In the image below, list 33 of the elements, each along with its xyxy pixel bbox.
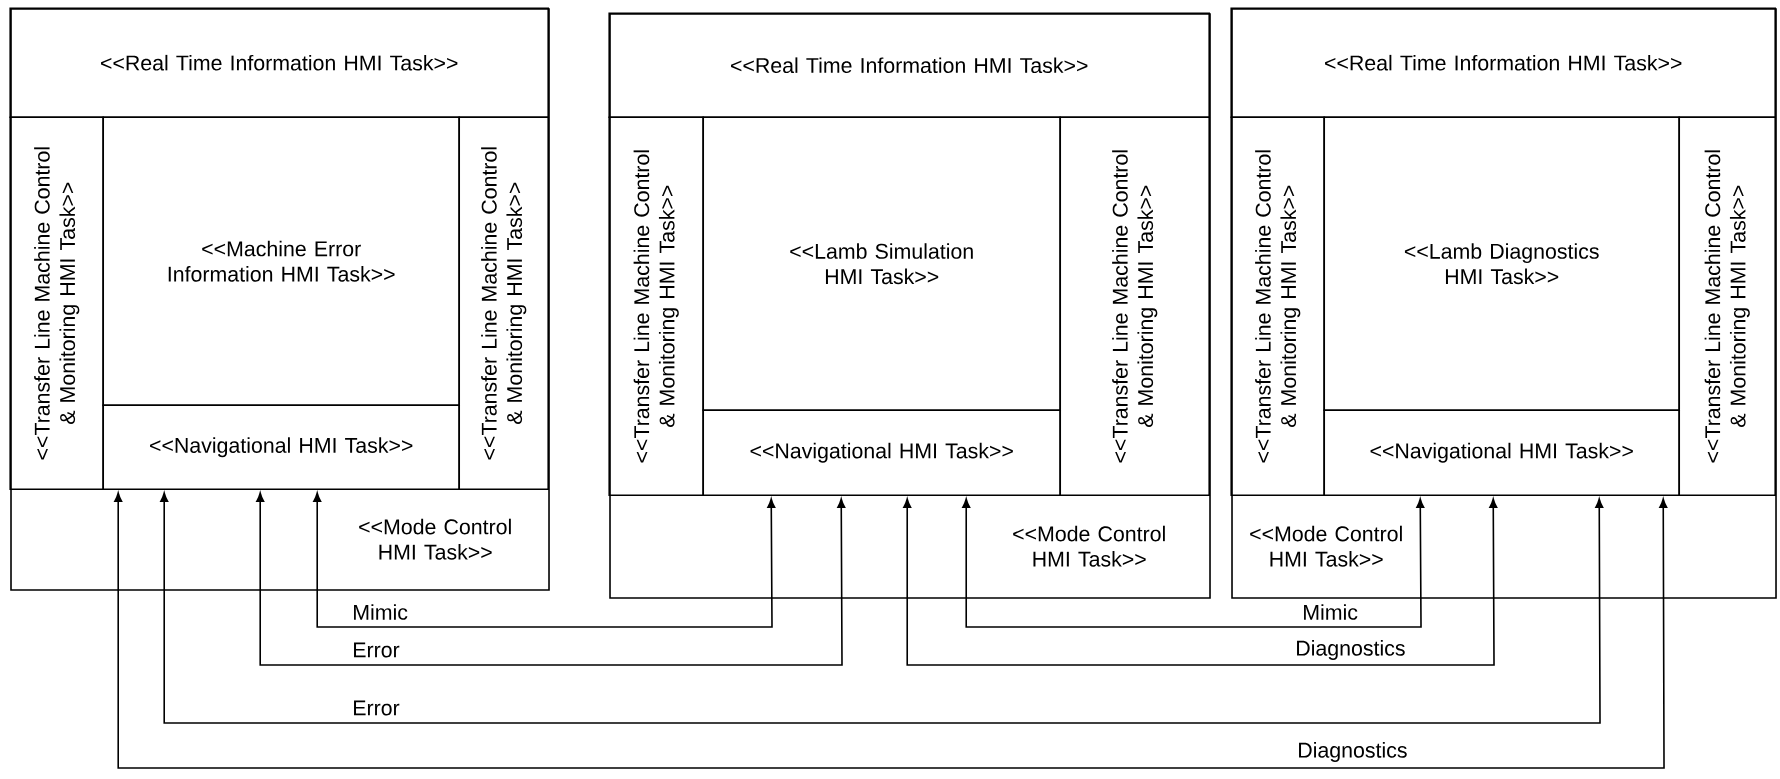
connector-arrow: [160, 492, 1604, 724]
vertical-task-box: <<Transfer Line Machine Control & Monitoring HMI Task>>: [608, 116, 704, 496]
task-box: <<Navigational HMI Task>>: [1323, 409, 1680, 496]
connector-arrow: [313, 492, 776, 628]
connector-arrow: [114, 492, 1668, 769]
task-box: <<Real Time Information HMI Task>>: [9, 7, 549, 118]
screen-frame: [609, 13, 1211, 599]
task-box: <<Machine Error Information HMI Task>>: [102, 116, 460, 406]
edge-label: Error: [350, 698, 402, 718]
connector-arrow: [962, 498, 1425, 628]
vertical-task-box: <<Transfer Line Machine Control & Monitoring HMI Task>>: [1678, 116, 1776, 496]
task-box: <<Navigational HMI Task>>: [702, 409, 1061, 496]
edge-label: Diagnostics: [1295, 740, 1410, 764]
task-label: <<Mode Control HMI Task>>: [1013, 525, 1165, 567]
task-box: <<Lamb Simulation HMI Task>>: [702, 116, 1061, 411]
connector-arrow: [903, 498, 1498, 666]
task-box: <<Real Time Information HMI Task>>: [1230, 7, 1776, 118]
screen-frame: [1231, 8, 1777, 599]
task-box: <<Real Time Information HMI Task>>: [608, 12, 1210, 118]
task-box: <<Lamb Diagnostics HMI Task>>: [1323, 116, 1680, 411]
vertical-task-box: <<Transfer Line Machine Control & Monitoring HMI Task>>: [1059, 116, 1210, 496]
vertical-task-box: <<Transfer Line Machine Control & Monitoring HMI Task>>: [9, 116, 104, 490]
vertical-task-box: <<Transfer Line Machine Control & Monitoring HMI Task>>: [1230, 116, 1325, 496]
connector-arrow: [256, 492, 846, 666]
task-box: <<Navigational HMI Task>>: [102, 404, 460, 490]
task-label: <<Mode Control HMI Task>>: [359, 518, 511, 560]
task-label: <<Mode Control HMI Task>>: [1250, 525, 1402, 567]
edge-label: Mimic: [350, 602, 410, 622]
edge-label: Mimic: [1300, 602, 1360, 622]
edge-label: Diagnostics: [1293, 638, 1408, 662]
vertical-task-box: <<Transfer Line Machine Control & Monitoring HMI Task>>: [458, 116, 549, 490]
screen-frame: [10, 8, 550, 591]
edge-label: Error: [350, 640, 402, 660]
